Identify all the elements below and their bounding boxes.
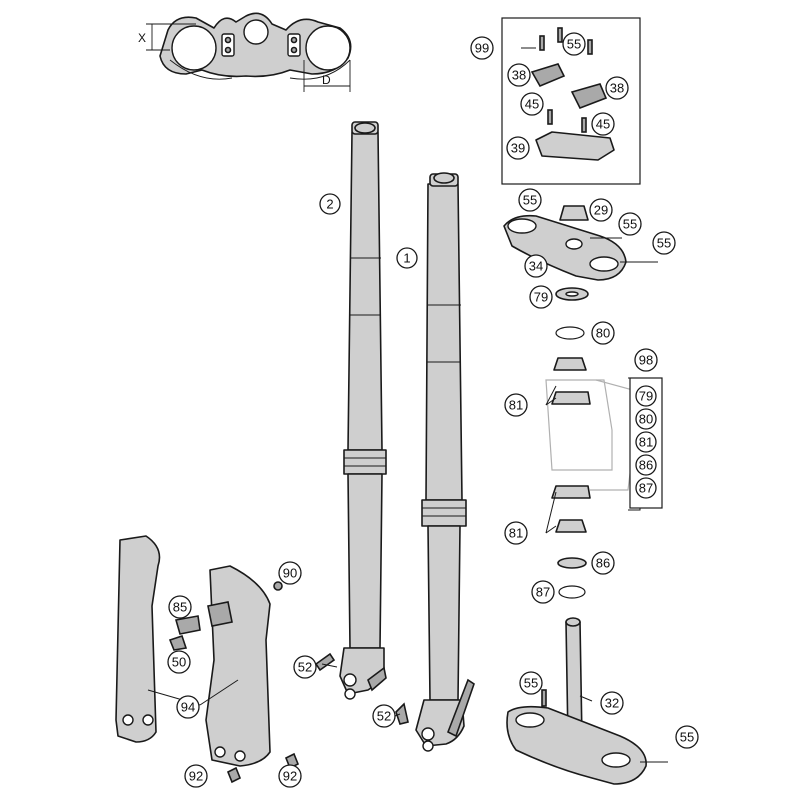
kit-item-circle xyxy=(635,477,657,499)
triple-clamp-top-view: X D xyxy=(138,12,352,92)
fork-leg-1: 1 xyxy=(396,172,475,752)
callout-79: 79 xyxy=(534,290,548,305)
kit-item-80: 80 xyxy=(639,412,653,427)
kit-item-81: 81 xyxy=(639,435,653,450)
callout-32: 32 xyxy=(605,696,619,711)
ref-label-2: 2 xyxy=(326,197,333,212)
kit-item-circle xyxy=(635,431,657,453)
steering-head-section xyxy=(545,326,641,599)
ref-circle-1 xyxy=(396,247,418,269)
kit-item-circle xyxy=(635,385,657,407)
kit-98-items: 79 80 81 86 87 xyxy=(635,385,657,499)
callout-45-right: 45 xyxy=(596,117,610,132)
callout-86: 86 xyxy=(596,556,610,571)
kit-item-87: 87 xyxy=(639,481,653,496)
kit-item-86: 86 xyxy=(639,458,653,473)
callout-85: 85 xyxy=(173,600,187,615)
callout-52-right: 52 xyxy=(377,709,391,724)
callout-52-left: 52 xyxy=(298,660,312,675)
callout-55-clamp-right: 55 xyxy=(657,236,671,251)
callout-55-lower-left: 55 xyxy=(524,676,538,691)
callout-90: 90 xyxy=(283,566,297,581)
callouts: 99 55 38 38 45 45 39 55 29 55 55 34 79 8… xyxy=(167,32,699,788)
callout-34: 34 xyxy=(529,259,543,274)
callout-55-lower-right: 55 xyxy=(680,730,694,745)
dimension-d-label: D xyxy=(322,73,331,87)
callout-99: 99 xyxy=(475,41,489,56)
callout-39: 39 xyxy=(511,141,525,156)
kit-item-circle xyxy=(635,408,657,430)
lower-triple-clamp xyxy=(506,617,668,785)
callout-81-lower: 81 xyxy=(509,526,523,541)
callout-38-left: 38 xyxy=(512,68,526,83)
callout-55-kit: 55 xyxy=(567,37,581,52)
callout-92-right: 92 xyxy=(283,769,297,784)
kit-item-79: 79 xyxy=(639,389,653,404)
callout-87: 87 xyxy=(536,585,550,600)
upper-triple-clamp xyxy=(503,205,658,301)
fork-leg-2: 2 xyxy=(319,121,387,700)
dimension-x-label: X xyxy=(138,31,146,45)
callout-55-clamp-top: 55 xyxy=(523,193,537,208)
callout-50: 50 xyxy=(172,655,186,670)
ref-circle-2 xyxy=(319,193,341,215)
kit-item-circle xyxy=(635,454,657,476)
callout-81-upper: 81 xyxy=(509,398,523,413)
callout-55-clamp-mid: 55 xyxy=(623,217,637,232)
callout-92-left: 92 xyxy=(189,769,203,784)
callout-80: 80 xyxy=(596,326,610,341)
callout-38-right: 38 xyxy=(610,81,624,96)
callout-45-left: 45 xyxy=(525,97,539,112)
ref-label-1: 1 xyxy=(403,251,410,266)
callout-94: 94 xyxy=(181,700,195,715)
callout-98: 98 xyxy=(639,353,653,368)
callout-circle xyxy=(470,36,494,60)
callout-29: 29 xyxy=(594,203,608,218)
